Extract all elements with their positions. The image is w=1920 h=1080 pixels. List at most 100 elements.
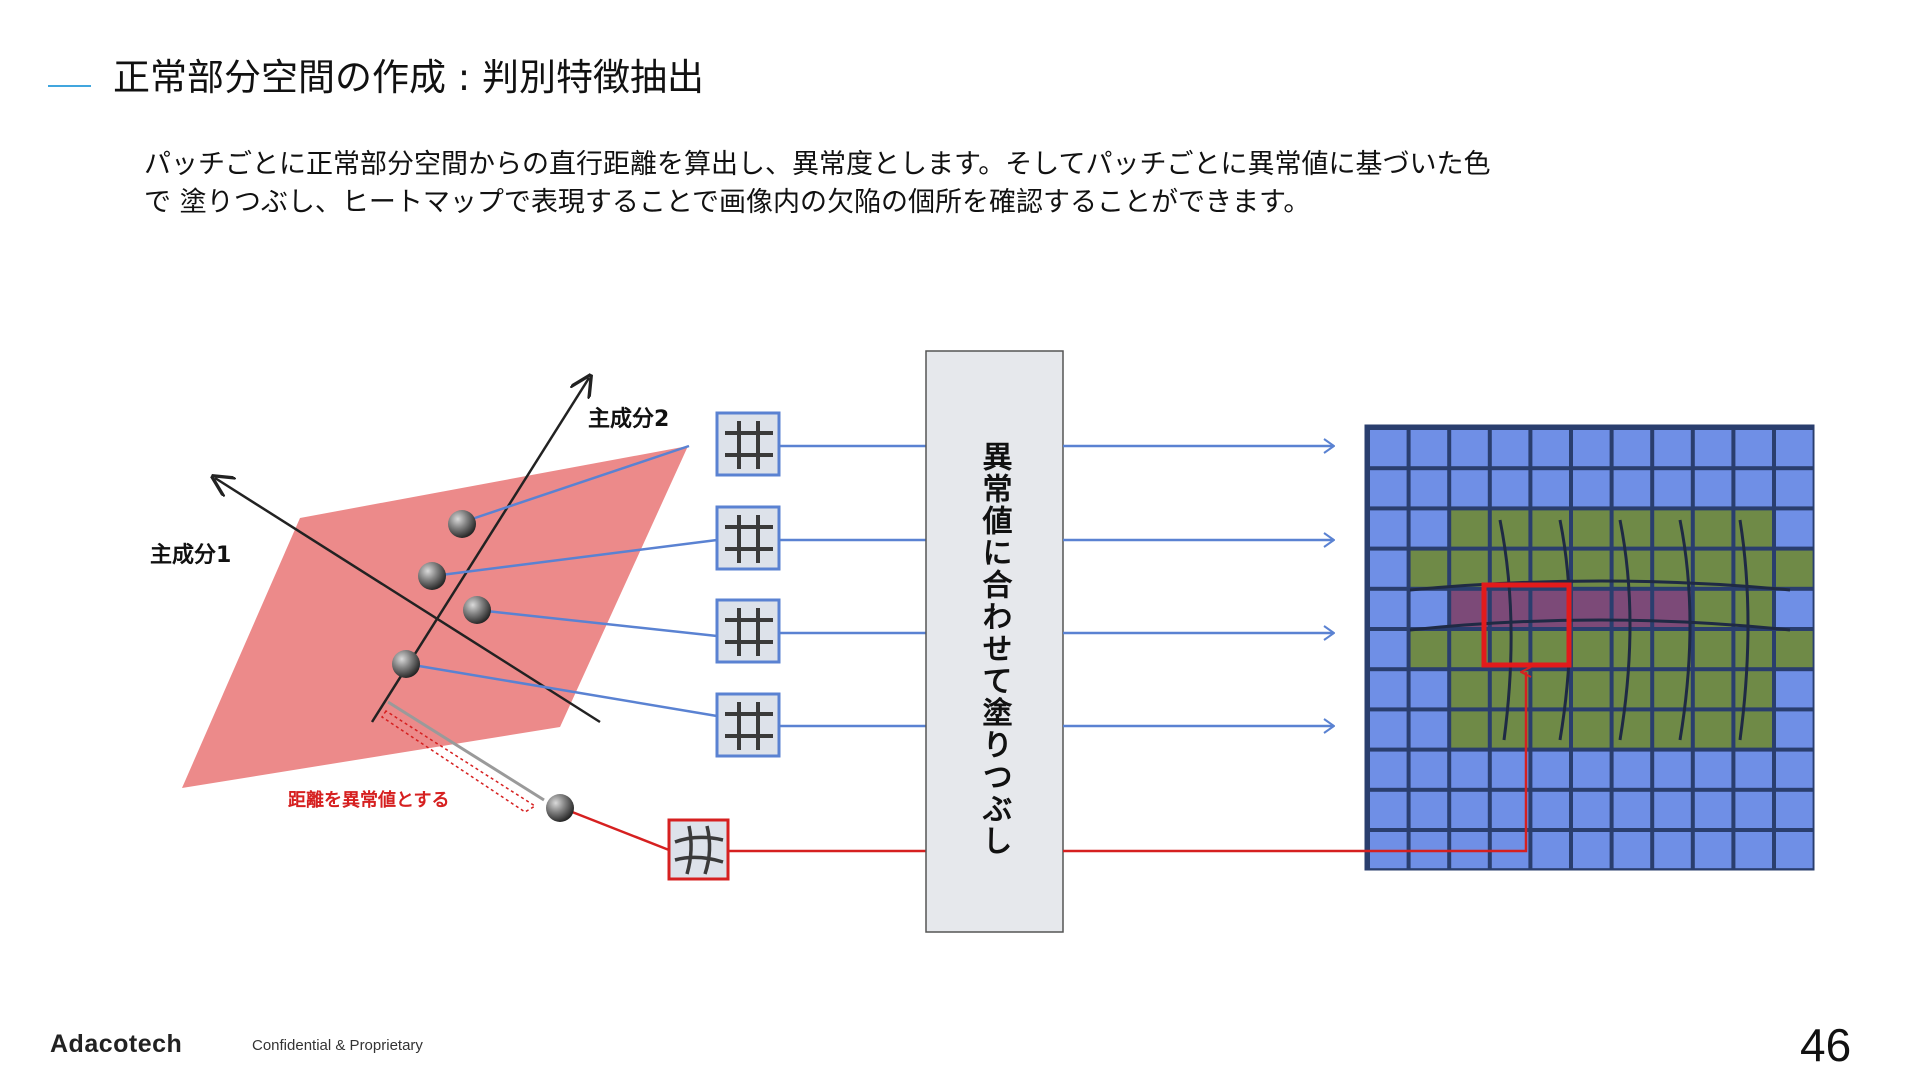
heatmap-cell-normal bbox=[1410, 510, 1448, 547]
heatmap-cell-normal bbox=[1410, 711, 1448, 748]
heatmap-cell-medium bbox=[1491, 711, 1529, 748]
heatmap-cell-normal bbox=[1654, 430, 1691, 467]
heatmap-cell-normal bbox=[1451, 791, 1488, 828]
heatmap-cell-normal bbox=[1654, 470, 1691, 507]
heatmap-cell-normal bbox=[1613, 832, 1651, 869]
normal-patch bbox=[715, 505, 781, 571]
heatmap-cell-medium bbox=[1410, 550, 1448, 587]
sample-point bbox=[418, 562, 446, 590]
heatmap-cell-normal bbox=[1573, 751, 1610, 788]
heatmap-cell-normal bbox=[1451, 430, 1488, 467]
heatmap-cell-normal bbox=[1654, 751, 1691, 788]
company-logo: Adacotech bbox=[50, 1030, 183, 1058]
heatmap-cell-medium bbox=[1694, 631, 1732, 668]
normal-patch bbox=[715, 598, 781, 664]
heatmap-cell-normal bbox=[1410, 791, 1448, 828]
heatmap-cell-medium bbox=[1735, 631, 1772, 668]
heatmap-cell-normal bbox=[1776, 590, 1813, 627]
process-label: 異常値に合わせて塗りつぶし bbox=[977, 441, 1014, 857]
heatmap-cell-normal bbox=[1776, 832, 1813, 869]
anomaly-highlight-box bbox=[1481, 582, 1572, 668]
heatmap-cell-normal bbox=[1776, 510, 1813, 547]
sample-point bbox=[463, 596, 491, 624]
anomaly-sample-point bbox=[546, 794, 574, 822]
heatmap-cell-normal bbox=[1573, 791, 1610, 828]
axis-2-label: 主成分2 bbox=[588, 407, 669, 432]
title-accent-line bbox=[48, 85, 91, 87]
heatmap-cell-medium bbox=[1613, 711, 1651, 748]
page-number: 46 bbox=[1800, 1019, 1852, 1071]
heatmap-cell-medium bbox=[1654, 711, 1691, 748]
heatmap-cell-medium bbox=[1532, 671, 1569, 708]
heatmap-cell-normal bbox=[1532, 832, 1569, 869]
slide-description: パッチごとに正常部分空間からの直行距離を算出し、異常度とします。そしてパッチごと… bbox=[144, 146, 1824, 222]
description-line-1: パッチごとに正常部分空間からの直行距離を算出し、異常度とします。そしてパッチごと… bbox=[144, 149, 1491, 180]
heatmap-cell-medium bbox=[1410, 631, 1448, 668]
heatmap-cell-medium bbox=[1613, 671, 1651, 708]
heatmap-cell-medium bbox=[1532, 631, 1569, 668]
heatmap-cell-normal bbox=[1532, 751, 1569, 788]
heatmap-cell-medium bbox=[1451, 671, 1488, 708]
heatmap-cell-normal bbox=[1694, 470, 1732, 507]
heatmap-cell-normal bbox=[1573, 832, 1610, 869]
heatmap-cell-normal bbox=[1613, 430, 1651, 467]
heatmap-cell-medium bbox=[1613, 631, 1651, 668]
sample-links bbox=[406, 444, 718, 852]
anomaly-link-line bbox=[561, 806, 670, 852]
heatmap-cell-normal bbox=[1532, 470, 1569, 507]
heatmap-cell-medium bbox=[1573, 671, 1610, 708]
heatmap-defect-strokes bbox=[1409, 519, 1791, 741]
heatmap-cell-normal bbox=[1613, 791, 1651, 828]
anomaly-patch bbox=[667, 818, 730, 881]
heatmap-cell-normal bbox=[1370, 550, 1407, 587]
link-line bbox=[432, 538, 718, 578]
heatmap-cell-normal bbox=[1776, 711, 1813, 748]
heatmap-cell-medium bbox=[1573, 711, 1610, 748]
heatmap-cell-normal bbox=[1694, 832, 1732, 869]
heatmap-cell-normal bbox=[1735, 832, 1772, 869]
heatmap-cell-normal bbox=[1735, 430, 1772, 467]
heatmap-cell-normal bbox=[1370, 711, 1407, 748]
heatmap-cell-normal bbox=[1735, 470, 1772, 507]
orthogonal-distance-line bbox=[387, 700, 545, 802]
normal-patch bbox=[715, 692, 781, 758]
heatmap-cell-normal bbox=[1410, 470, 1448, 507]
fill-process-box bbox=[925, 350, 1064, 933]
heatmap-cell-medium bbox=[1451, 550, 1488, 587]
heatmap-cell-normal bbox=[1491, 791, 1529, 828]
heatmap-cell-medium bbox=[1694, 550, 1732, 587]
heatmap-cell-normal bbox=[1410, 751, 1448, 788]
heatmap-cell-medium bbox=[1694, 711, 1732, 748]
heatmap-cell-normal bbox=[1370, 791, 1407, 828]
heatmap-cell-normal bbox=[1370, 751, 1407, 788]
anomaly-output-arrow bbox=[1063, 672, 1526, 853]
confidential-note: Confidential & Proprietary bbox=[252, 1037, 423, 1054]
slide-title: 正常部分空間の作成 : 判別特徴抽出 bbox=[113, 56, 704, 99]
heatmap-cell-normal bbox=[1654, 832, 1691, 869]
heatmap-cell-medium bbox=[1654, 510, 1691, 547]
axis-1-label: 主成分1 bbox=[150, 543, 231, 568]
heatmap-cell-normal bbox=[1370, 590, 1407, 627]
heatmap-cell-medium bbox=[1613, 510, 1651, 547]
heatmap-cell-normal bbox=[1532, 791, 1569, 828]
heatmap-cell-normal bbox=[1491, 470, 1529, 507]
heatmap-cell-normal bbox=[1735, 791, 1772, 828]
description-line-2: で 塗りつぶし、ヒートマップで表現することで画像内の欠陥の個所を確認することがで… bbox=[144, 187, 1311, 218]
heatmap-cell-normal bbox=[1694, 430, 1732, 467]
heatmap-cell-normal bbox=[1654, 791, 1691, 828]
heatmap-cell-normal bbox=[1491, 430, 1529, 467]
heatmap-cell-normal bbox=[1370, 430, 1407, 467]
normal-patch bbox=[715, 411, 781, 477]
heatmap-cell-normal bbox=[1573, 430, 1610, 467]
heatmap-cell-normal bbox=[1410, 590, 1448, 627]
heatmap-cell-medium bbox=[1654, 631, 1691, 668]
heatmap-cell-normal bbox=[1613, 751, 1651, 788]
heatmap-cell-normal bbox=[1491, 751, 1529, 788]
link-line bbox=[462, 444, 690, 524]
heatmap-cell-normal bbox=[1573, 470, 1610, 507]
heatmap-cell-medium bbox=[1776, 631, 1813, 668]
heatmap-cell-normal bbox=[1451, 751, 1488, 788]
heatmap-cell-normal bbox=[1735, 751, 1772, 788]
heatmap-cell-medium bbox=[1451, 711, 1488, 748]
heatmap-cell-medium bbox=[1694, 671, 1732, 708]
